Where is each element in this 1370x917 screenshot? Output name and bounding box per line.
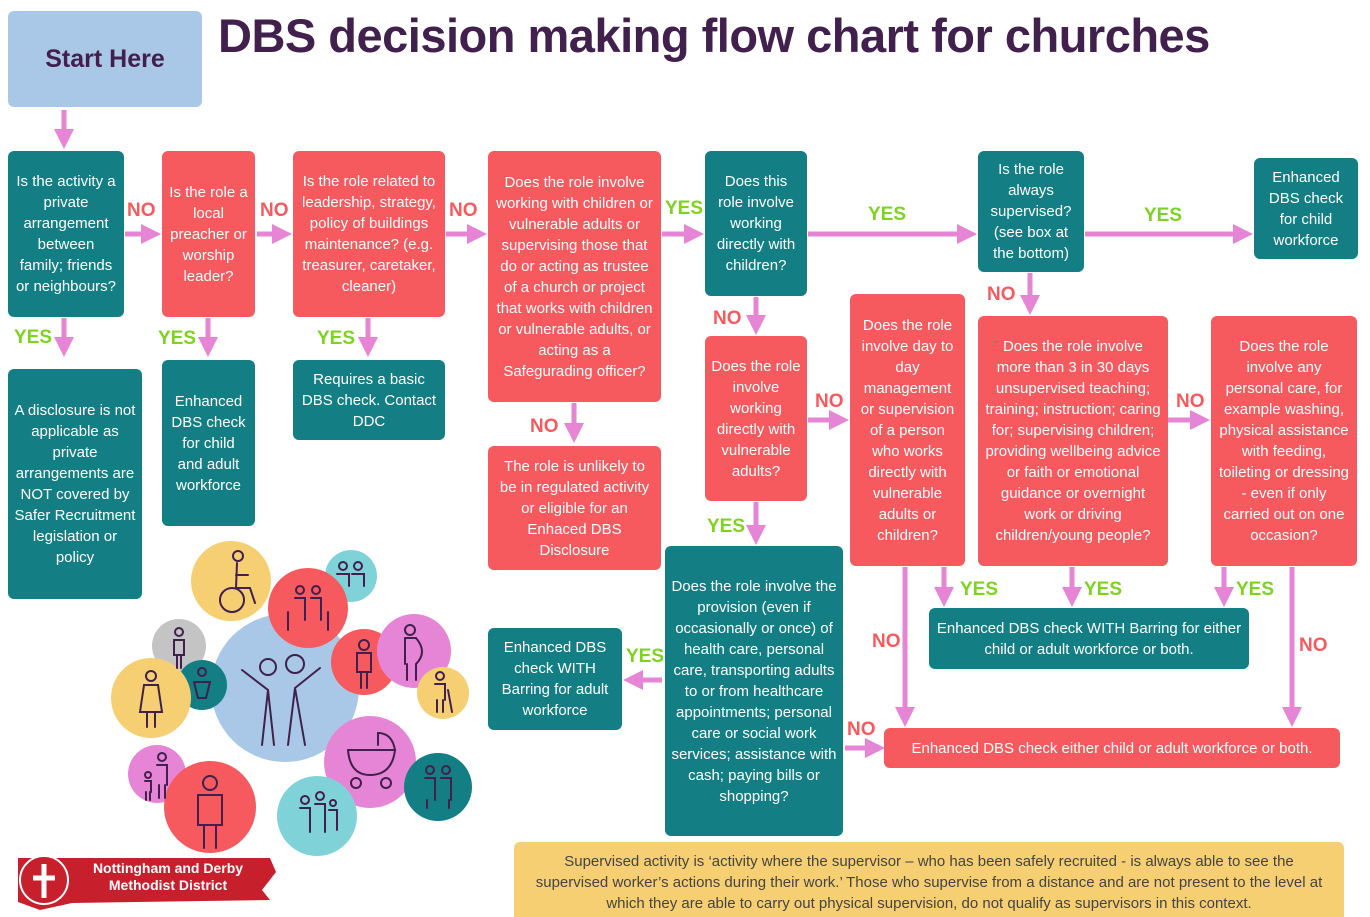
result-not-applicable: A disclosure is not applicable as privat… bbox=[8, 369, 142, 599]
label-yes: YES bbox=[317, 328, 356, 349]
large-adult-icon bbox=[164, 761, 256, 853]
label-no: NO bbox=[815, 391, 844, 412]
page-title: DBS decision making flow chart for churc… bbox=[218, 9, 1210, 62]
supervision-note: Supervised activity is ‘activity where t… bbox=[514, 842, 1344, 917]
question-directly-with-children: Does this role involve working directly … bbox=[705, 151, 807, 296]
start-box: Start Here bbox=[8, 11, 202, 107]
result-enhanced-child-and-adult: Enhanced DBS check for child and adult w… bbox=[162, 360, 255, 526]
logo-line-2: Methodist District bbox=[108, 877, 228, 893]
result-enhanced-either: Enhanced DBS check either child or adult… bbox=[884, 728, 1340, 768]
child-icon bbox=[111, 658, 191, 738]
label-yes: YES bbox=[14, 327, 53, 348]
wheelchair-user-icon bbox=[191, 541, 271, 621]
result-enhanced-child: Enhanced DBS check for child workforce bbox=[1254, 158, 1358, 259]
question-health-care-provision: Does the role involve the provision (eve… bbox=[665, 546, 843, 836]
label-no: NO bbox=[987, 284, 1016, 305]
label-no: NO bbox=[713, 308, 742, 329]
label-no: NO bbox=[1176, 391, 1205, 412]
label-yes: YES bbox=[158, 328, 197, 349]
label-yes: YES bbox=[665, 198, 704, 219]
label-yes: YES bbox=[1084, 579, 1123, 600]
label-yes: YES bbox=[707, 516, 746, 537]
label-no: NO bbox=[260, 200, 289, 221]
result-barring-adult: Enhanced DBS check WITH Barring for adul… bbox=[488, 628, 622, 730]
question-private-arrangement: Is the activity a private arrangement be… bbox=[8, 151, 124, 317]
label-no: NO bbox=[847, 719, 876, 740]
label-no: NO bbox=[872, 631, 901, 652]
logo-line-1: Nottingham and Derby bbox=[92, 860, 244, 876]
elderly-person-icon bbox=[417, 667, 469, 719]
label-yes: YES bbox=[1144, 205, 1183, 226]
result-barring-either: Enhanced DBS check WITH Barring for eith… bbox=[929, 608, 1249, 669]
label-no: NO bbox=[127, 200, 156, 221]
adult-icon bbox=[152, 619, 206, 673]
result-basic-dbs: Requires a basic DBS check. Contact DDC bbox=[293, 360, 445, 440]
result-unlikely-regulated: The role is unlikely to be in regulated … bbox=[488, 446, 661, 570]
logo-text: Nottingham and Derby Methodist District bbox=[79, 860, 257, 894]
label-no: NO bbox=[449, 200, 478, 221]
label-no: NO bbox=[1299, 635, 1328, 656]
label-no: NO bbox=[530, 416, 559, 437]
question-leadership-role: Is the role related to leadership, strat… bbox=[293, 151, 445, 317]
question-personal-care: Does the role involve any personal care,… bbox=[1211, 316, 1357, 566]
label-yes: YES bbox=[960, 579, 999, 600]
family-faces-icon bbox=[277, 776, 357, 856]
label-yes: YES bbox=[868, 204, 907, 225]
label-yes: YES bbox=[626, 646, 665, 667]
pram-icon bbox=[324, 716, 416, 808]
label-yes: YES bbox=[1236, 579, 1275, 600]
community-hug-icon bbox=[211, 614, 359, 762]
question-day-to-day-management: Does the role involve day to day managem… bbox=[850, 294, 965, 566]
question-local-preacher: Is the role a local preacher or worship … bbox=[162, 151, 255, 317]
question-unsupervised-activities: Does the role involve more than 3 in 30 … bbox=[978, 316, 1168, 566]
question-working-with-children-or-adults: Does the role involve working with child… bbox=[488, 151, 661, 402]
family-icon bbox=[404, 753, 472, 821]
question-always-supervised: Is the role always supervised? (see box … bbox=[978, 151, 1084, 272]
question-directly-with-vulnerable-adults: Does the role involve working directly w… bbox=[705, 336, 807, 501]
